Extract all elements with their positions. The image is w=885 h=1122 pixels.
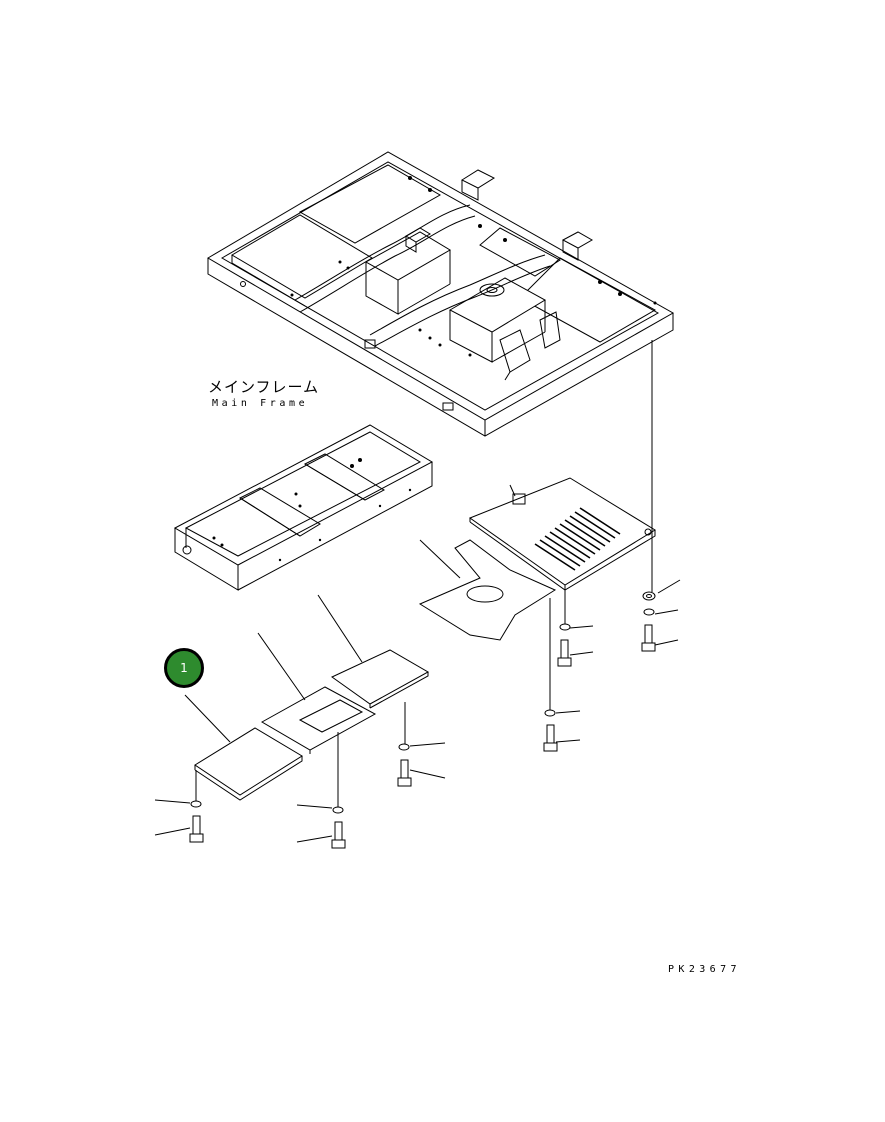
- sub-frame: [175, 425, 432, 590]
- callout-number-badge[interactable]: 1: [164, 648, 204, 688]
- main-frame-label-en: Main Frame: [212, 398, 309, 409]
- main-frame-label-jp: メインフレーム: [208, 378, 320, 396]
- left-cover-plates: [195, 650, 428, 800]
- washer-icon-group: [191, 592, 655, 813]
- bolt-icon-group: [190, 625, 655, 848]
- middle-cover-plate: [420, 540, 555, 640]
- drawing-code: PK23677: [668, 964, 741, 975]
- vent-cover-plate: [470, 478, 655, 590]
- main-frame: [208, 152, 673, 436]
- leader-lines: [155, 340, 680, 842]
